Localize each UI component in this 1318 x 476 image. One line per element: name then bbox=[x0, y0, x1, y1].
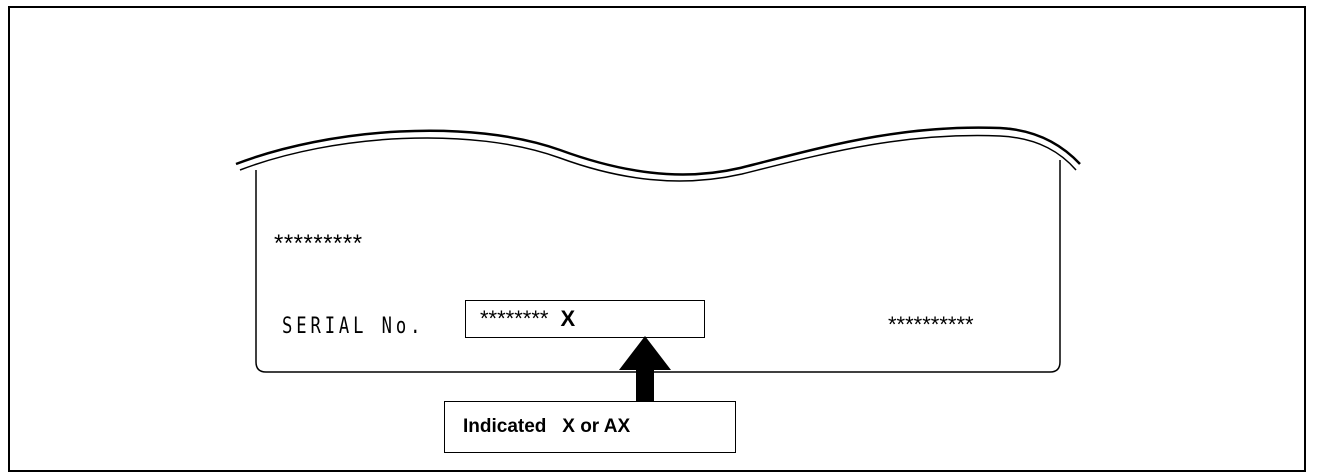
serial-suffix: X bbox=[560, 306, 576, 331]
figure-frame bbox=[8, 6, 1306, 472]
masked-model-text: ********* bbox=[274, 230, 363, 257]
indication-callout: Indicated X or AX bbox=[444, 401, 736, 453]
serial-number-label: SERIAL No. bbox=[282, 314, 425, 339]
serial-masked-digits: ******** bbox=[480, 306, 549, 331]
up-arrow-icon bbox=[619, 336, 671, 402]
torn-edge-inner bbox=[239, 134, 1077, 182]
masked-right-text: ********** bbox=[888, 312, 974, 337]
plate-outline bbox=[255, 160, 1061, 373]
serial-number-box: ******** X bbox=[465, 300, 705, 338]
indication-note: Indicated X or AX bbox=[463, 416, 631, 437]
torn-edge-outer bbox=[235, 126, 1081, 176]
